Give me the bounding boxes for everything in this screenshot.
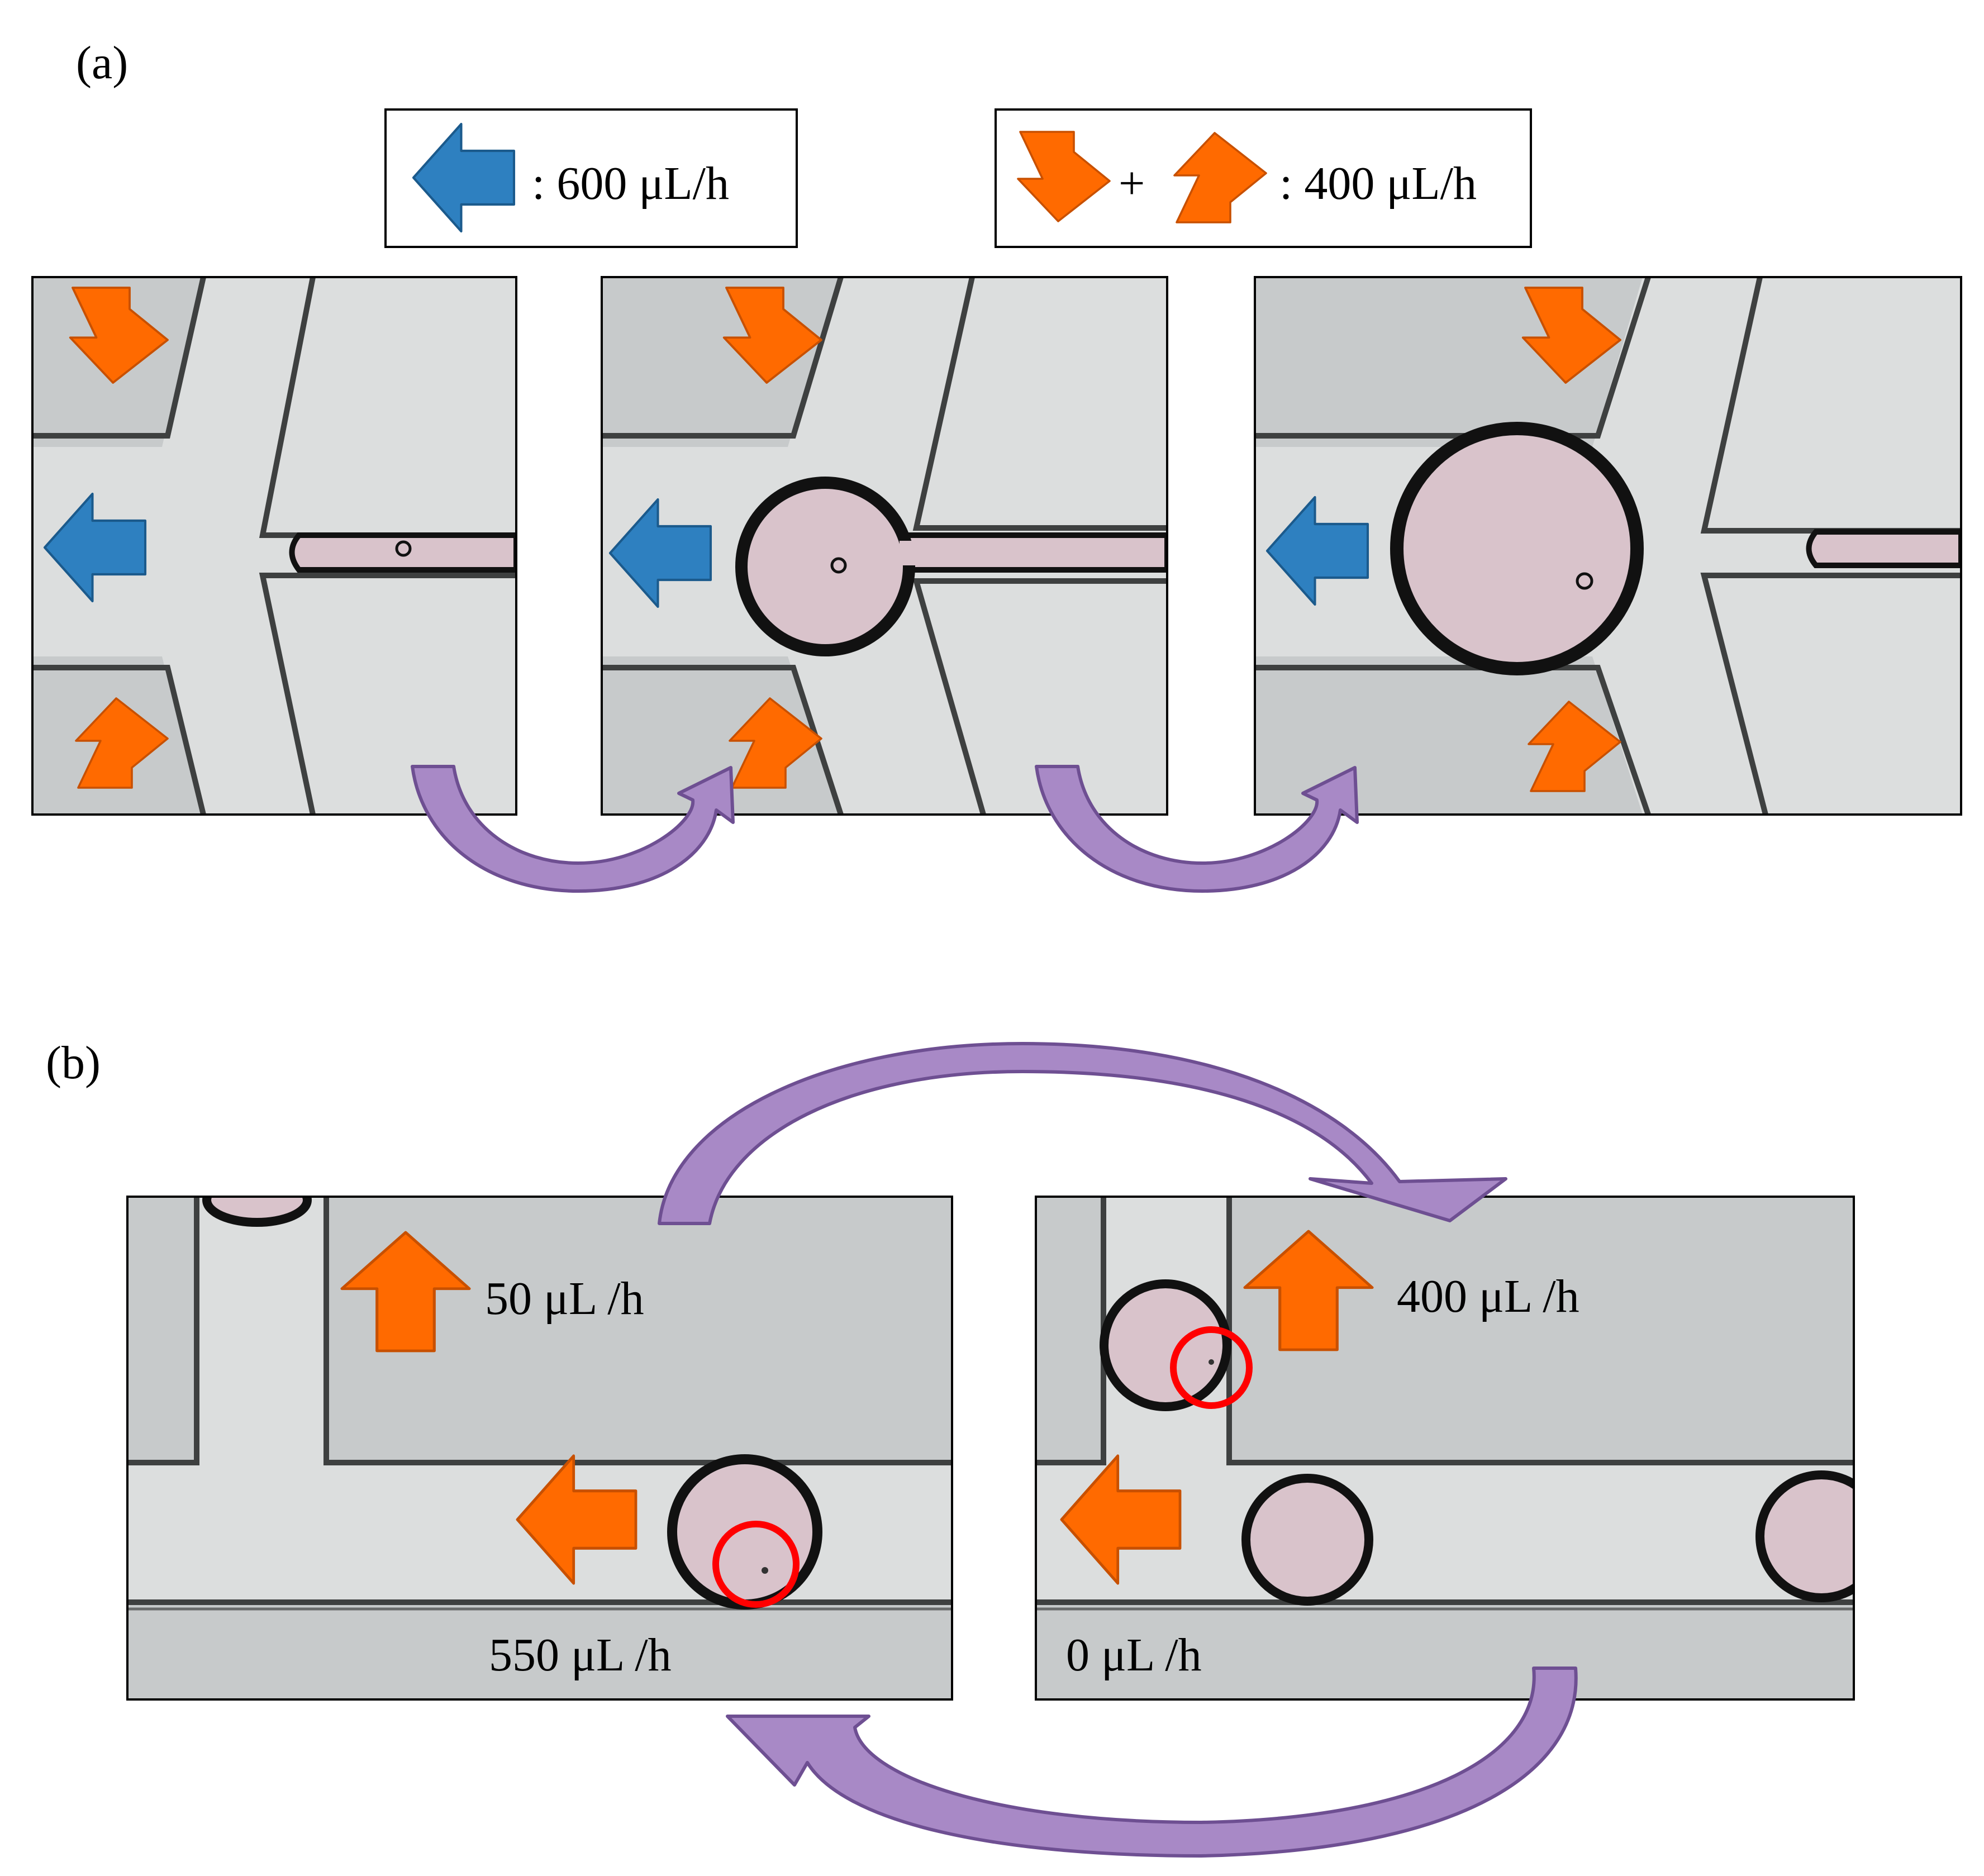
marker-circle-icon [712, 1521, 800, 1608]
right-bottom-flow: 0 μL /h [1066, 1629, 1202, 1681]
curved-arrow-icon [1035, 765, 1359, 893]
right-top-flow: 400 μL /h [1397, 1270, 1579, 1322]
micrograph-a2 [601, 276, 1168, 816]
curved-arrow-icon [411, 765, 735, 893]
legend-orange-flow: : 400 μL/h [1279, 158, 1477, 209]
curved-arrow-icon [658, 1042, 1507, 1225]
left-bottom-flow: 550 μL /h [489, 1629, 672, 1681]
micrograph-a1 [31, 276, 517, 816]
curved-arrow-icon [726, 1667, 1578, 1858]
micrograph-b2: 400 μL /h 0 μL /h [1035, 1196, 1855, 1701]
legend-box-blue: : 600 μL/h [384, 108, 798, 248]
micrograph-b1: 50 μL /h 550 μL /h [126, 1196, 953, 1701]
marker-circle-icon [1170, 1326, 1253, 1409]
left-top-flow: 50 μL /h [485, 1273, 644, 1325]
legend-blue-flow: : 600 μL/h [532, 158, 729, 209]
legend-plus: + [1119, 158, 1145, 209]
legend-box-orange: + : 400 μL/h [995, 108, 1532, 248]
micrograph-a3 [1254, 276, 1962, 816]
panel-b-label: (b) [46, 1037, 101, 1089]
panel-a-label: (a) [76, 37, 128, 89]
